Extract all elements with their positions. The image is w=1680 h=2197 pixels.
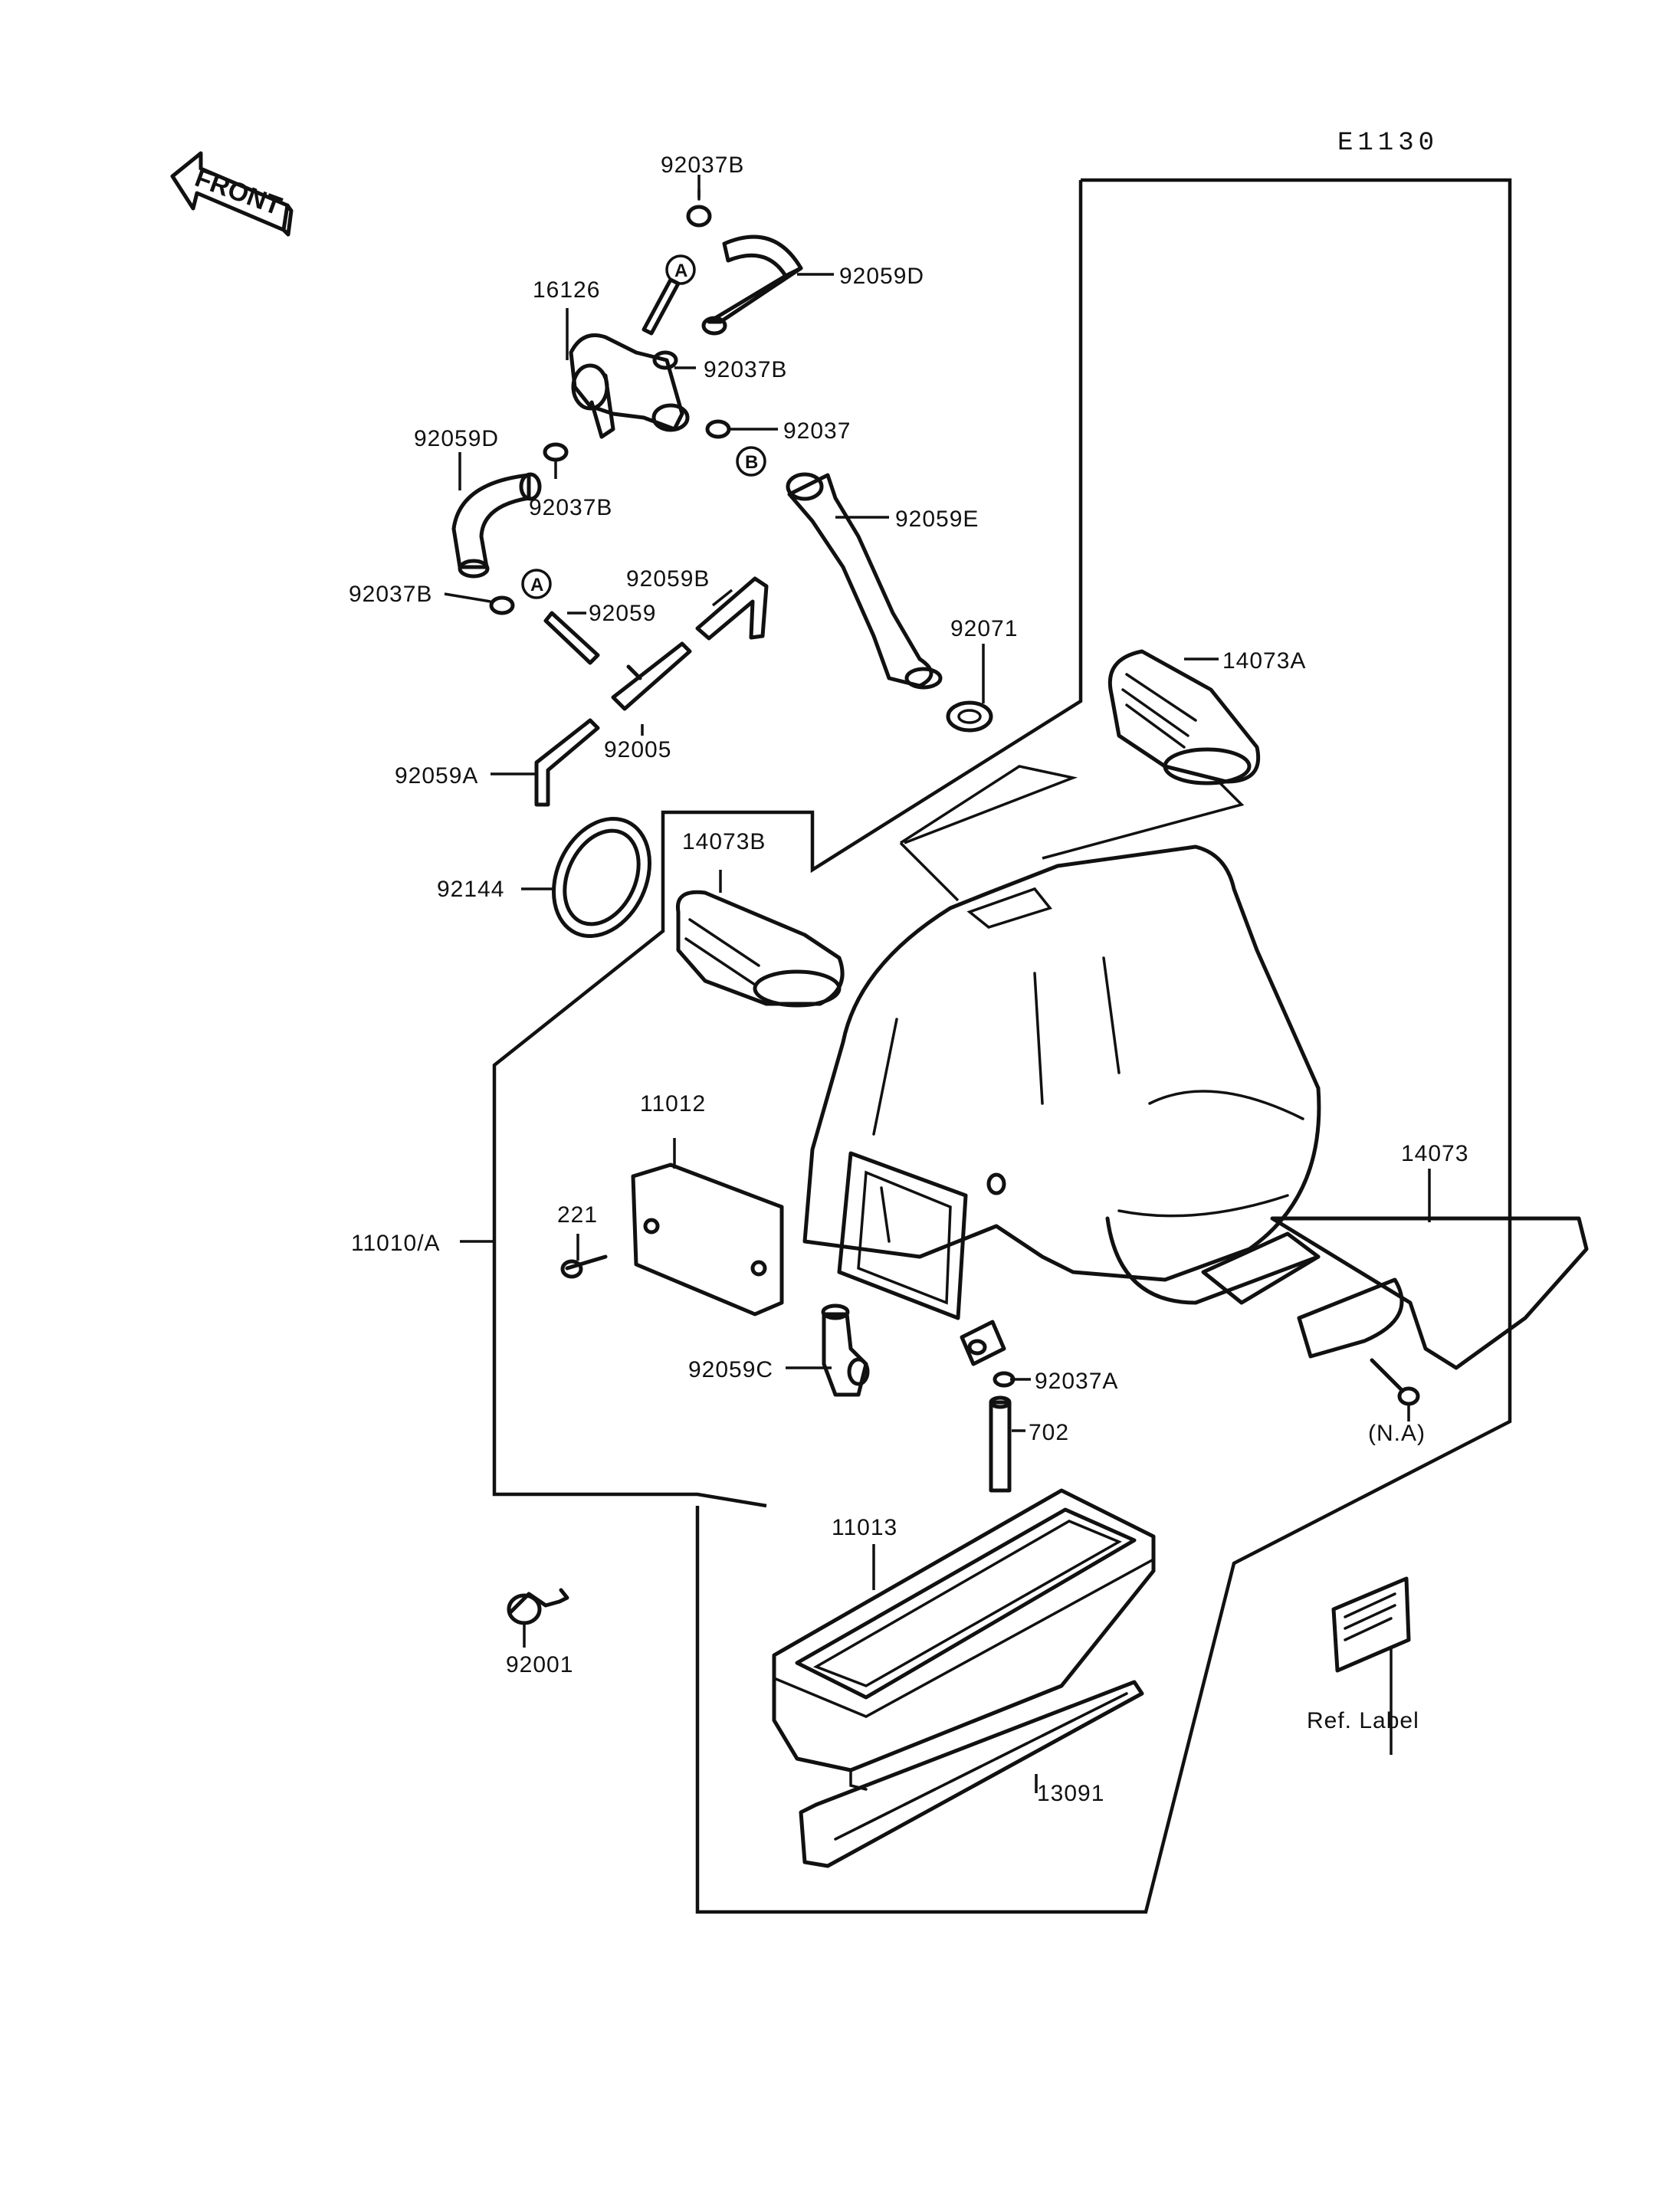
clamp-92037	[705, 419, 731, 439]
label-11012: 11012	[640, 1091, 706, 1117]
hose-92059B	[695, 576, 769, 641]
label-92037: 92037	[783, 418, 851, 444]
label-92037B-low: 92037B	[349, 582, 432, 607]
label-92037B-top: 92037B	[661, 152, 744, 178]
front-arrow-icon: FRONT	[170, 151, 294, 237]
svg-text:A: A	[530, 575, 543, 595]
valve-16126	[569, 333, 690, 439]
label-92059E: 92059E	[895, 507, 979, 532]
hose-a-top	[641, 277, 681, 336]
label-13091: 13091	[1037, 1781, 1104, 1806]
label-92001: 92001	[506, 1652, 573, 1677]
hose-92059D-left	[451, 472, 542, 579]
label-702: 702	[1029, 1420, 1069, 1445]
filter-11013	[772, 1488, 1156, 1791]
label-na: (N.A)	[1368, 1421, 1426, 1446]
marker-a-top: A	[665, 254, 696, 285]
diagram-code: E1130	[1337, 129, 1439, 158]
label-92037B-mid: 92037B	[704, 357, 787, 382]
airbox-housing-11010A	[802, 844, 1321, 1366]
clamp-92037B-left	[543, 442, 569, 462]
label-16126: 16126	[533, 277, 600, 303]
label-14073: 14073	[1401, 1141, 1468, 1166]
joint-92005	[611, 641, 692, 711]
label-11010A: 11010/A	[351, 1231, 441, 1256]
duct-14073A	[1107, 649, 1261, 785]
hose-92059E	[786, 472, 943, 690]
drain-702	[989, 1395, 1012, 1493]
marker-b: B	[736, 446, 766, 477]
callout-labels: 92037B 92059D 16126 92037B 92037 92059D …	[349, 152, 1468, 1806]
svg-text:B: B	[745, 452, 758, 473]
screw-221	[560, 1254, 608, 1279]
hose-92059D-top	[701, 234, 803, 336]
marker-a-low: A	[521, 569, 552, 599]
bolt-92001	[507, 1588, 569, 1625]
holder-13091	[799, 1680, 1144, 1868]
clamp-92037B-mid	[652, 350, 678, 370]
assembly-frames	[492, 178, 1512, 1914]
label-92037B-left: 92037B	[529, 495, 612, 520]
ref-label-icon	[1331, 1576, 1411, 1673]
label-14073B: 14073B	[682, 829, 766, 854]
label-92005: 92005	[604, 737, 671, 762]
label-92059C: 92059C	[688, 1357, 773, 1382]
hose-92059A	[534, 718, 600, 807]
cover-plate-14073	[1201, 1216, 1589, 1370]
leader-lines	[444, 175, 1431, 1793]
elbow-92059C	[821, 1303, 870, 1397]
label-92071: 92071	[950, 616, 1018, 641]
label-92037A: 92037A	[1035, 1369, 1118, 1394]
duct-14073B	[675, 890, 845, 1008]
label-92059D-left: 92059D	[414, 426, 499, 451]
label-92059: 92059	[589, 601, 656, 626]
gasket-92144	[552, 816, 651, 939]
screw-na	[1370, 1358, 1420, 1406]
grommet-92071	[946, 700, 993, 733]
clamp-92037B-low	[489, 595, 515, 615]
label-92059D-top: 92059D	[839, 264, 924, 289]
svg-text:A: A	[674, 261, 687, 281]
cover-11012	[631, 1162, 784, 1317]
label-221: 221	[557, 1202, 598, 1228]
label-92059A: 92059A	[395, 763, 478, 789]
label-ref: Ref. Label	[1307, 1708, 1419, 1733]
label-92059B: 92059B	[626, 566, 710, 592]
label-11013: 11013	[832, 1515, 897, 1540]
label-14073A: 14073A	[1222, 648, 1306, 674]
hose-92059	[543, 611, 600, 665]
label-92144: 92144	[437, 877, 504, 902]
